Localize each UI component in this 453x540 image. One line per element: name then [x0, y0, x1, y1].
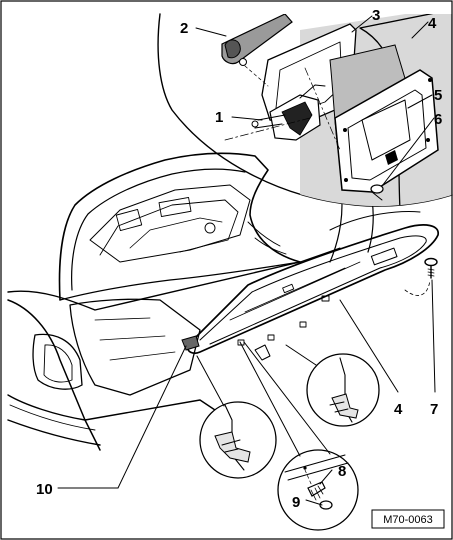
leader-9: [305, 499, 323, 506]
frame-hole-4: [426, 138, 430, 142]
lock-centre-line: [224, 67, 341, 151]
tail-light-inner: [43, 344, 73, 383]
callout-8: 8: [338, 463, 346, 480]
leader-lines: [57, 15, 436, 506]
boot-lid-outline: [58, 152, 301, 301]
callout-1: 1: [215, 109, 223, 126]
tail-light: [32, 333, 83, 390]
leader-slot-screw-b: [243, 341, 331, 455]
lock-dark-part: [281, 101, 313, 136]
boot-lid-frame-rib: [89, 184, 251, 263]
screw-head-7: [424, 257, 438, 267]
trim-clip-slot-4: [267, 334, 275, 341]
boot-lid-cutout-1: [115, 208, 143, 232]
detail-left-bracket: [214, 431, 251, 463]
rear-body-upper: [7, 261, 301, 311]
leader-slot-screw-a: [239, 341, 301, 457]
boot-lid-rib-2: [99, 199, 239, 256]
detail-right-lines: [329, 401, 349, 413]
boot-opening: [69, 298, 201, 396]
detail-circle-clip-right: [306, 353, 380, 427]
trim-connector: [254, 344, 271, 361]
leader-8: [319, 469, 333, 485]
callout-3: 3: [372, 7, 380, 24]
callout-2: 2: [180, 20, 188, 37]
boot-lid-trim-panel: [186, 184, 439, 361]
frame-hole-3: [344, 178, 348, 182]
callout-7: 7: [430, 401, 438, 418]
boot-floor-lines: [94, 317, 176, 361]
leader-7: [431, 279, 436, 393]
trim-panel-inner: [199, 235, 427, 345]
leader-10-diag: [117, 345, 187, 489]
rear-bodywork: [7, 299, 101, 451]
trim-panel-ridge: [229, 261, 361, 321]
frame-item-5: [334, 69, 439, 193]
detail-screw-thread: [310, 485, 324, 501]
boot-lid-inner-edge: [71, 168, 246, 291]
leader-4-bottom: [339, 299, 399, 393]
screw-item-7: [404, 257, 438, 296]
detail-screw-panel: [284, 454, 349, 481]
trim-clip-slot-2: [321, 295, 330, 302]
frame-hole-2: [428, 78, 432, 82]
boot-lid-lower-edge: [59, 261, 301, 301]
leader-1: [231, 116, 263, 121]
magnifier-detail-top: [157, 13, 453, 207]
frame-dark-tab: [385, 150, 398, 165]
detail-right-clip: [331, 393, 359, 419]
leader-slot-left: [196, 355, 225, 407]
trim-top-link: [299, 211, 421, 263]
rear-bumper: [7, 394, 231, 446]
frame-item-5-inner: [347, 89, 427, 181]
screw-dashed-7: [404, 279, 431, 296]
reference-code-box: M70-0063: [371, 509, 445, 529]
reference-code-border: [371, 509, 445, 529]
callout-6: 6: [434, 111, 442, 128]
fastener-6: [370, 184, 384, 194]
detail-screw-hole: [303, 466, 307, 470]
frame-hole-1: [343, 128, 347, 132]
frame-window: [361, 99, 411, 161]
callout-4-top: 4: [428, 15, 437, 32]
leader-2: [195, 27, 227, 37]
callout-10: 10: [36, 481, 53, 498]
detail-circle-screw: [277, 449, 359, 531]
boot-lid-rib-3: [129, 217, 223, 249]
lock-rods: [254, 84, 326, 129]
handle-dashed-line: [244, 65, 269, 87]
detail-screw-dashed: [304, 469, 313, 487]
leader-3: [351, 15, 373, 33]
boot-lid-hole: [204, 222, 216, 234]
trim-clip-slot-1: [282, 283, 295, 294]
detail-circle-outline-right: [306, 353, 380, 427]
detail-left-clip: [221, 439, 241, 453]
trim-panel-outline: [186, 224, 439, 355]
detail-circle-clip-left: [199, 401, 277, 479]
callout-9: 9: [292, 494, 300, 511]
leader-4-top: [411, 21, 429, 39]
boot-lid-hinge-area: [247, 221, 287, 255]
screw-thread-7: [427, 268, 435, 277]
leader-5: [407, 94, 433, 109]
bumper-strip: [9, 404, 96, 431]
trim-clip-slot-5: [299, 321, 307, 328]
callout-4-bottom: 4: [394, 401, 403, 418]
handle-bolt: [239, 58, 247, 66]
reference-code: M70-0063: [383, 514, 433, 526]
car-rear-body: [7, 152, 301, 451]
lock-pin: [251, 120, 259, 128]
detail-cap-item-9: [319, 500, 333, 510]
callout-5: 5: [434, 87, 442, 104]
leader-6: [381, 117, 435, 187]
handle-end: [224, 39, 241, 59]
boot-lid-cutout-2: [158, 197, 192, 217]
leader-slot-right: [285, 344, 317, 366]
detail-circle-outline-left: [199, 401, 277, 479]
fastener-6-stem: [371, 191, 383, 201]
callout-labels: 1 2 3 4 4 5 6 7 8 9 10: [36, 7, 442, 511]
trim-grip-recess: [370, 247, 398, 266]
